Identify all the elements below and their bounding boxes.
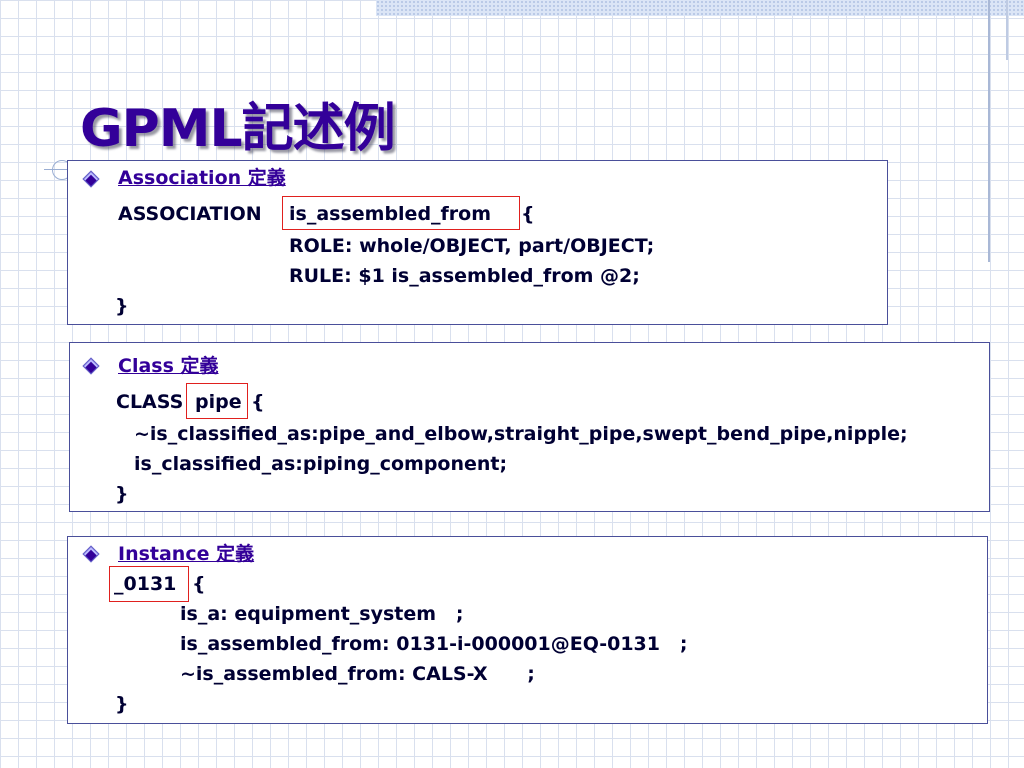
instance-close-brace: } — [115, 693, 129, 715]
class-classified-line: ~is_classified_as:pipe_and_elbow,straigh… — [134, 423, 908, 445]
association-close-brace: } — [115, 295, 129, 317]
instance-open-brace: { — [192, 573, 206, 595]
instance-definition-box: Instance 定義 _0131 { is_a: equipment_syst… — [67, 536, 988, 724]
decorative-vertical-line — [1006, 0, 1008, 60]
class-keyword: CLASS — [116, 391, 184, 413]
decorative-vertical-line — [988, 0, 990, 262]
class-heading: Class 定義 — [118, 355, 219, 377]
association-keyword: ASSOCIATION — [118, 203, 262, 225]
diamond-bullet-icon — [82, 170, 100, 188]
instance-name-highlight — [109, 566, 189, 602]
instance-assembled-line: is_assembled_from: 0131-i-000001@EQ-0131… — [180, 633, 688, 655]
diamond-bullet-icon — [82, 357, 100, 375]
association-definition-box: Association 定義 ASSOCIATION is_assembled_… — [67, 160, 888, 325]
top-decorative-band — [376, 0, 1024, 16]
class-name-highlight — [186, 383, 248, 419]
class-definition-box: Class 定義 CLASS pipe { ~is_classified_as:… — [69, 342, 990, 512]
class-close-brace: } — [115, 483, 129, 505]
association-name-highlight — [282, 196, 520, 230]
class-open-brace: { — [251, 391, 265, 413]
association-open-brace: { — [521, 203, 535, 225]
instance-inverse-assembled-line: ~is_assembled_from: CALS-X ; — [180, 663, 535, 685]
slide-title: GPML記述例 — [80, 99, 396, 159]
association-role-line: ROLE: whole/OBJECT, part/OBJECT; — [289, 235, 655, 257]
instance-heading: Instance 定義 — [118, 543, 255, 565]
class-name: pipe — [195, 391, 242, 413]
instance-name: _0131 — [114, 573, 177, 595]
instance-is-a-line: is_a: equipment_system ; — [180, 603, 464, 625]
association-name: is_assembled_from — [289, 203, 492, 225]
diamond-bullet-icon — [82, 545, 100, 563]
class-component-line: is_classified_as:piping_component; — [134, 453, 508, 475]
association-heading: Association 定義 — [118, 167, 286, 189]
association-rule-line: RULE: $1 is_assembled_from @2; — [289, 265, 640, 287]
